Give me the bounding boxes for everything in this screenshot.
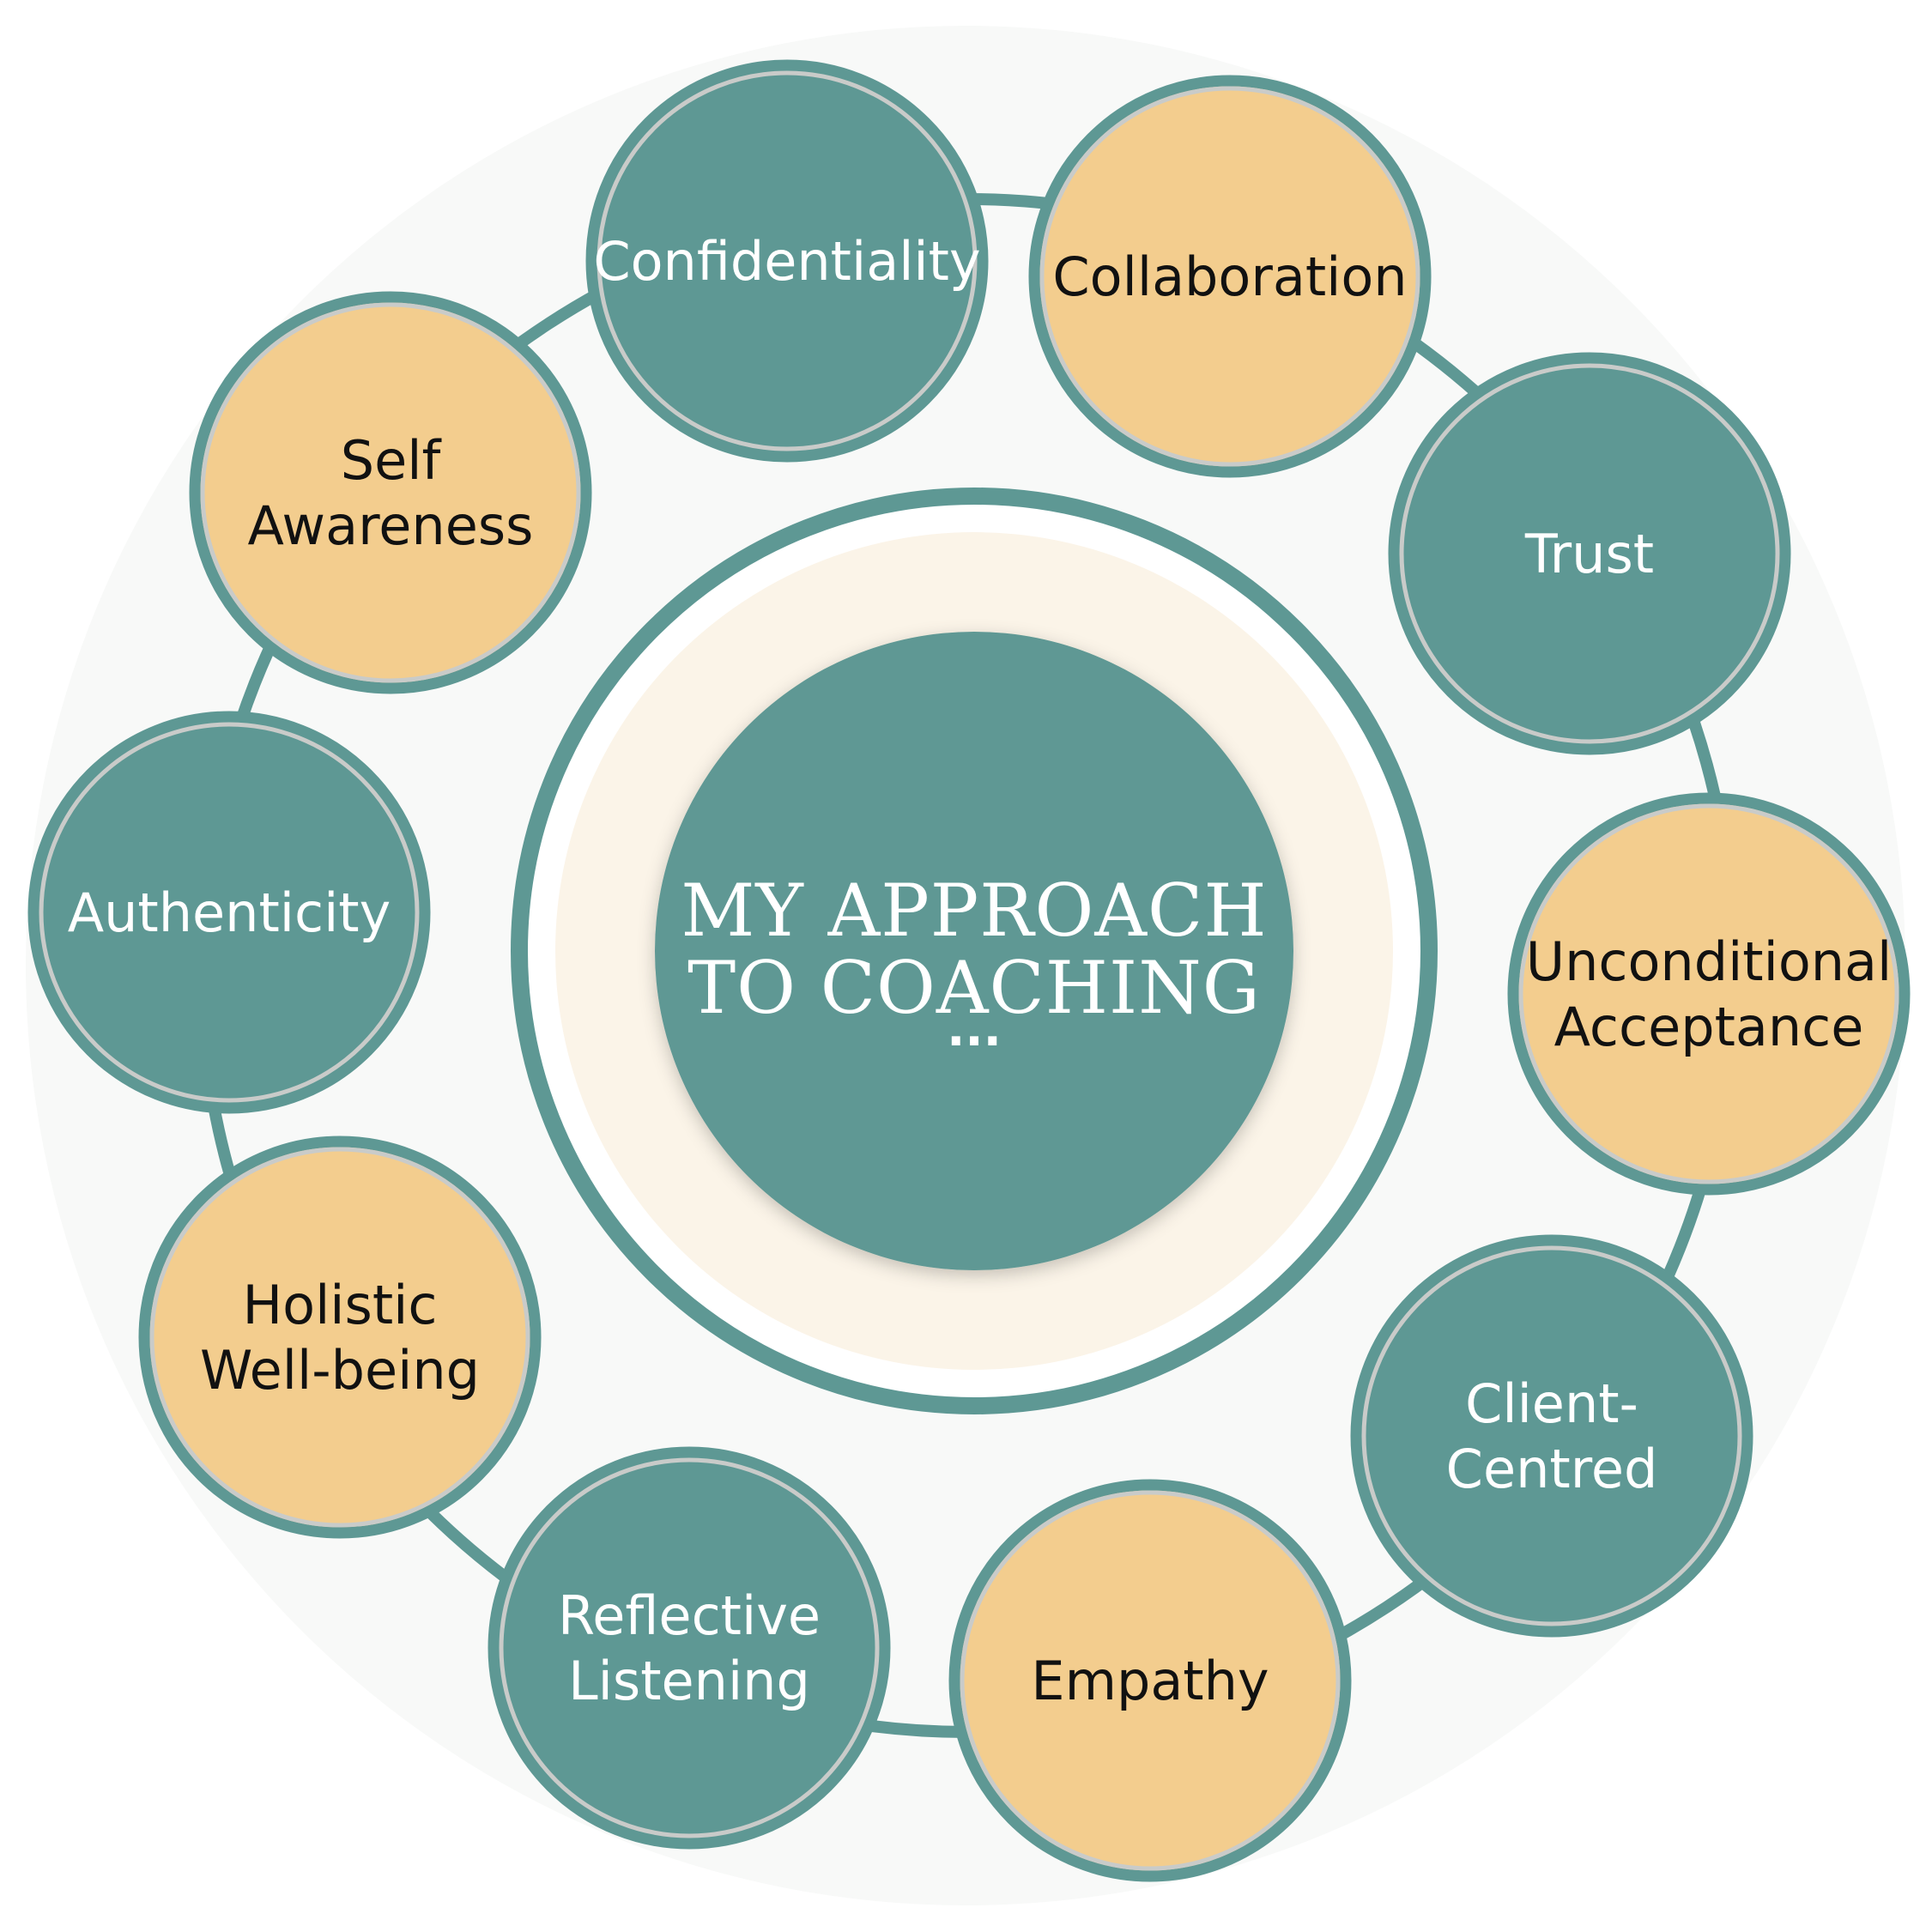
node-label: Well-being [200, 1339, 480, 1402]
node-authenticity: Authenticity [27, 711, 431, 1114]
node-circle [27, 711, 431, 1114]
node-rim [960, 1490, 1341, 1871]
node-circle [1507, 792, 1911, 1196]
hub-title-line-2: TO COACHING [687, 946, 1261, 1030]
node-label: Authenticity [68, 881, 391, 944]
node-rim [149, 1147, 530, 1528]
node-client-centred: Client-Centred [1350, 1234, 1753, 1638]
node-rim [1399, 363, 1780, 744]
central-hub: MY APPROACH TO COACHING ... [511, 488, 1438, 1414]
node-circle [948, 1479, 1352, 1882]
node-rim [1361, 1245, 1742, 1626]
node-empathy: Empathy [948, 1479, 1352, 1882]
node-rim [1039, 86, 1420, 467]
node-trust: Trust [1388, 352, 1791, 755]
node-circle [138, 1136, 542, 1539]
node-rim [39, 722, 420, 1103]
node-circle [488, 1446, 891, 1850]
hub-ellipsis: ... [947, 1002, 1002, 1057]
node-label: Self [341, 429, 443, 492]
node-label: Holistic [243, 1274, 438, 1336]
node-label: Acceptance [1554, 996, 1864, 1058]
node-label: Confidentiality [593, 230, 980, 293]
node-label: Reflective [558, 1584, 821, 1647]
node-rim [200, 302, 581, 683]
node-label: Empathy [1031, 1650, 1269, 1712]
node-circle [1388, 352, 1791, 755]
node-label: Collaboration [1052, 245, 1407, 308]
node-label: Client- [1465, 1372, 1638, 1435]
node-confidentiality: Confidentiality [585, 59, 989, 463]
hub-title-line-1: MY APPROACH [681, 869, 1267, 953]
node-circle [1028, 75, 1432, 478]
hub-core [655, 632, 1293, 1270]
node-rim [597, 70, 978, 451]
node-circle [189, 291, 592, 694]
node-label: Listening [568, 1650, 810, 1712]
node-label: Trust [1524, 523, 1654, 585]
node-circle [585, 59, 989, 463]
node-rim [1518, 803, 1899, 1184]
node-collaboration: Collaboration [1028, 75, 1432, 478]
node-circle [1350, 1234, 1753, 1638]
node-label: Centred [1446, 1438, 1658, 1500]
node-label: Unconditional [1526, 930, 1893, 993]
node-rim [499, 1457, 880, 1838]
value-nodes: Confidentiality CollaborationTrustUncondi… [27, 59, 1911, 1882]
node-label: Awareness [248, 494, 534, 557]
